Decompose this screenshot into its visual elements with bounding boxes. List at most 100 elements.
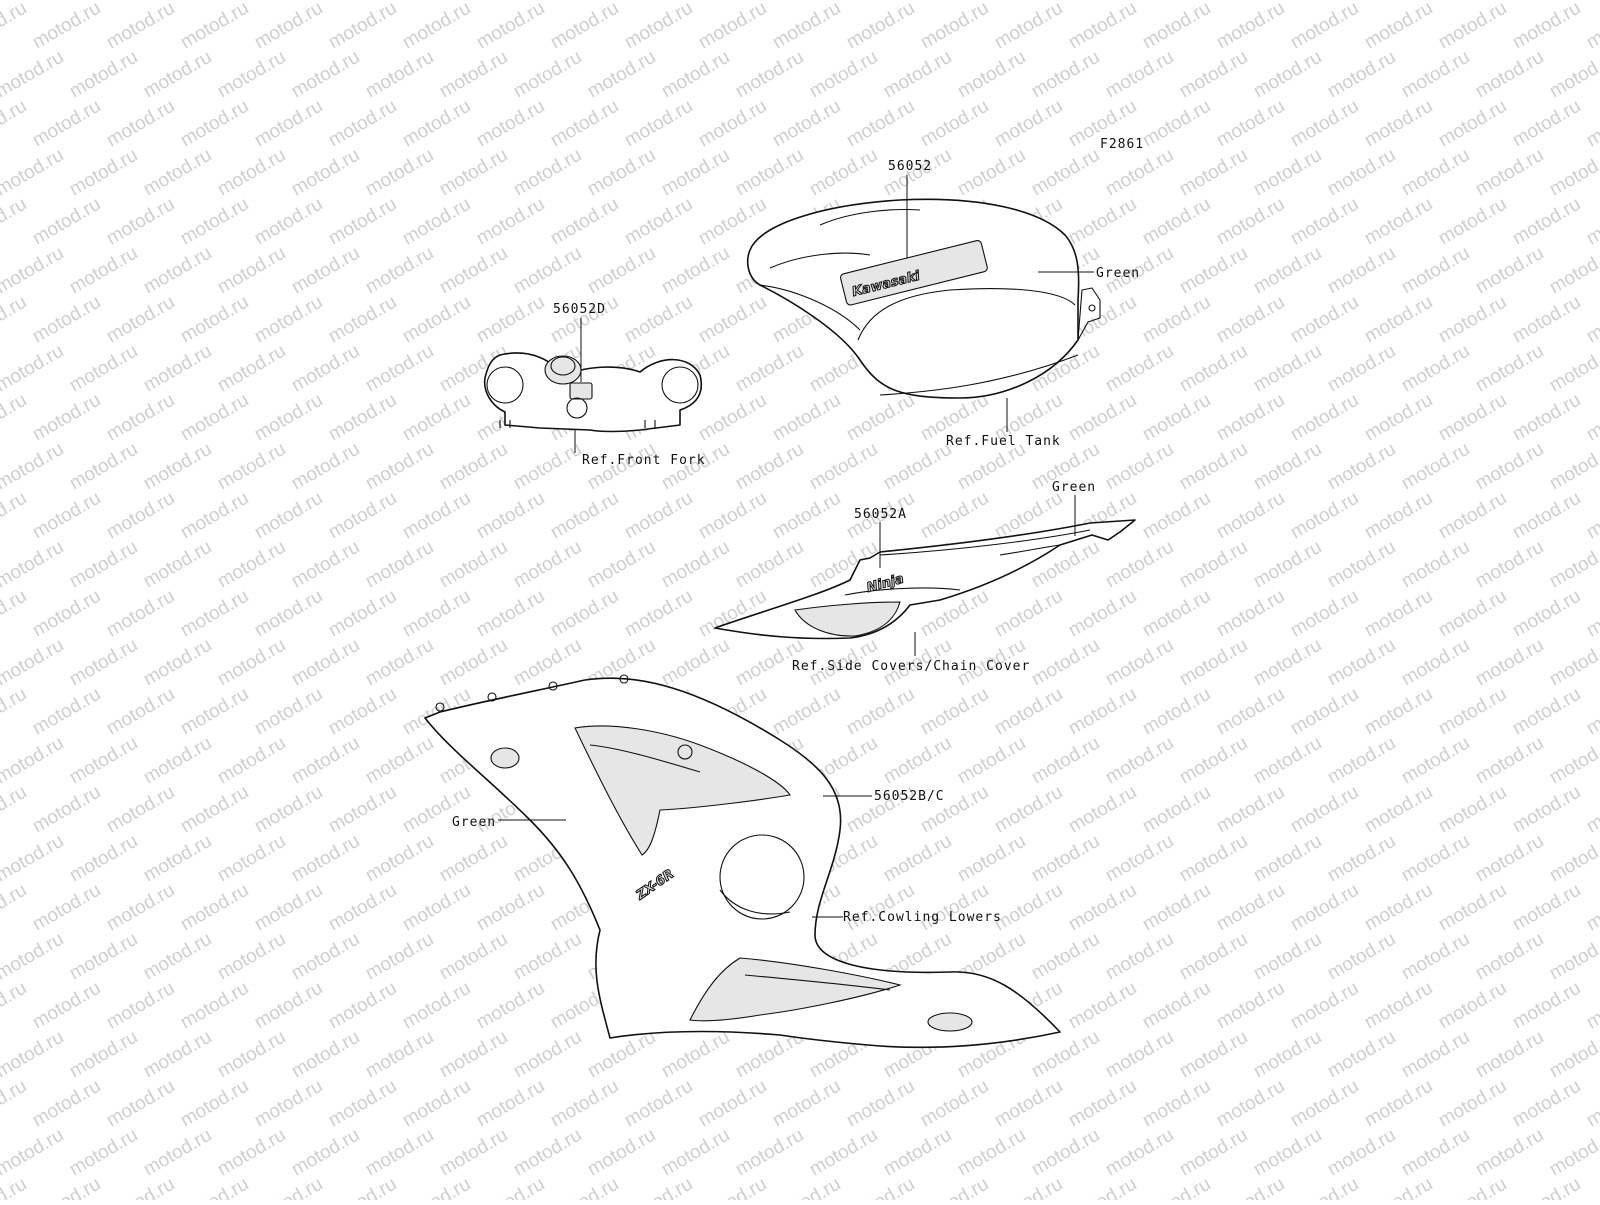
watermark-text: motod.ru (288, 341, 363, 397)
watermark-text: motod.ru (843, 1174, 918, 1200)
watermark-text: motod.ru (1065, 390, 1140, 446)
watermark-text: motod.ru (1250, 439, 1325, 495)
watermark-text: motod.ru (880, 733, 955, 789)
watermark-text: motod.ru (140, 1125, 215, 1181)
watermark-text: motod.ru (140, 439, 215, 495)
watermark-text: motod.ru (1176, 243, 1251, 299)
watermark-text: motod.ru (1324, 831, 1399, 887)
watermark-text: motod.ru (917, 488, 992, 544)
watermark-text: motod.ru (695, 488, 770, 544)
watermark-text: motod.ru (140, 341, 215, 397)
watermark-text: motod.ru (1361, 96, 1436, 152)
watermark-text: motod.ru (1435, 782, 1510, 838)
watermark-text: motod.ru (288, 733, 363, 789)
watermark-text: motod.ru (806, 439, 881, 495)
watermark-text: motod.ru (214, 1027, 289, 1083)
watermark-text: motod.ru (843, 684, 918, 740)
side-ref-label: Ref.Side Covers/Chain Cover (792, 659, 1030, 674)
watermark-text: motod.ru (140, 831, 215, 887)
watermark-text: motod.ru (473, 96, 548, 152)
watermark-text: motod.ru (1472, 929, 1547, 985)
watermark-text: motod.ru (1102, 831, 1177, 887)
watermark-text: motod.ru (658, 537, 733, 593)
watermark-text: motod.ru (695, 0, 770, 53)
watermark-text: motod.ru (1546, 537, 1600, 593)
watermark-text: motod.ru (103, 684, 178, 740)
watermark-text: motod.ru (584, 537, 659, 593)
watermark-text: motod.ru (1065, 978, 1140, 1034)
fork-ref-label: Ref.Front Fork (582, 453, 706, 468)
watermark-text: motod.ru (1287, 194, 1362, 250)
watermark-text: motod.ru (547, 292, 622, 348)
watermark-text: motod.ru (1583, 0, 1600, 53)
watermark-text: motod.ru (1176, 635, 1251, 691)
watermark-text: motod.ru (1472, 243, 1547, 299)
watermark-text: motod.ru (1250, 243, 1325, 299)
watermark-text: motod.ru (1139, 292, 1214, 348)
watermark-text: motod.ru (1361, 586, 1436, 642)
watermark-text: motod.ru (140, 537, 215, 593)
watermark-text: motod.ru (0, 1076, 30, 1132)
watermark-text: motod.ru (0, 243, 67, 299)
watermark-text: motod.ru (177, 488, 252, 544)
watermark-text: motod.ru (621, 292, 696, 348)
watermark-text: motod.ru (436, 439, 511, 495)
watermark-text: motod.ru (1139, 684, 1214, 740)
watermark-text: motod.ru (1324, 243, 1399, 299)
watermark-text: motod.ru (362, 243, 437, 299)
watermark-text: motod.ru (288, 537, 363, 593)
watermark-text: motod.ru (917, 880, 992, 936)
watermark-text: motod.ru (1435, 978, 1510, 1034)
watermark-text: motod.ru (103, 292, 178, 348)
watermark-text: motod.ru (1065, 880, 1140, 936)
watermark-text: motod.ru (288, 47, 363, 103)
watermark-text: motod.ru (1361, 782, 1436, 838)
watermark-text: motod.ru (436, 1125, 511, 1181)
watermark-text: motod.ru (0, 1027, 67, 1083)
watermark-text: motod.ru (547, 488, 622, 544)
watermark-text: motod.ru (1250, 341, 1325, 397)
watermark-text: motod.ru (732, 439, 807, 495)
watermark-text: motod.ru (399, 1076, 474, 1132)
watermark-text: motod.ru (66, 0, 141, 4)
watermark-text: motod.ru (1250, 1027, 1325, 1083)
watermark-text: motod.ru (0, 978, 30, 1034)
watermark-text: motod.ru (1213, 684, 1288, 740)
figure-code: F2861 (1100, 137, 1144, 152)
watermark-text: motod.ru (917, 1076, 992, 1132)
watermark-text: motod.ru (695, 96, 770, 152)
watermark-text: motod.ru (1176, 1027, 1251, 1083)
watermark-text: motod.ru (214, 341, 289, 397)
watermark-text: motod.ru (1509, 586, 1584, 642)
watermark-text: motod.ru (0, 341, 67, 397)
watermark-text: motod.ru (1287, 880, 1362, 936)
watermark-text: motod.ru (29, 1174, 104, 1200)
watermark-text: motod.ru (1287, 782, 1362, 838)
watermark-text: motod.ru (510, 0, 585, 4)
watermark-text: motod.ru (1435, 194, 1510, 250)
watermark-text: motod.ru (1065, 782, 1140, 838)
watermark-text: motod.ru (1102, 341, 1177, 397)
watermark-text: motod.ru (103, 880, 178, 936)
watermark-text: motod.ru (510, 439, 585, 495)
watermark-text: motod.ru (103, 0, 178, 53)
watermark-text: motod.ru (325, 586, 400, 642)
watermark-text: motod.ru (1213, 194, 1288, 250)
watermark-text: motod.ru (29, 0, 104, 53)
watermark-text: motod.ru (251, 488, 326, 544)
watermark-text: motod.ru (1546, 929, 1600, 985)
watermark-text: motod.ru (399, 1174, 474, 1200)
watermark-text: motod.ru (362, 537, 437, 593)
watermark-text: motod.ru (954, 831, 1029, 887)
watermark-text: motod.ru (1287, 684, 1362, 740)
watermark-text: motod.ru (1028, 831, 1103, 887)
watermark-text: motod.ru (103, 782, 178, 838)
watermark-text: motod.ru (1509, 1076, 1584, 1132)
watermark-text: motod.ru (1139, 1076, 1214, 1132)
watermark-text: motod.ru (66, 1027, 141, 1083)
watermark-text: motod.ru (954, 0, 1029, 4)
watermark-text: motod.ru (362, 341, 437, 397)
watermark-text: motod.ru (1583, 488, 1600, 544)
watermark-text: motod.ru (917, 684, 992, 740)
watermark-text: motod.ru (1250, 733, 1325, 789)
